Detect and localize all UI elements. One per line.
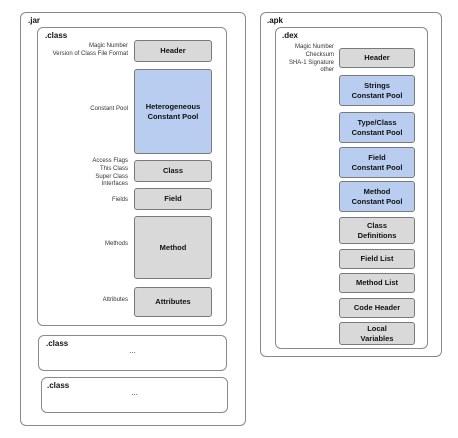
dex-field-constant-pool-box: Field Constant Pool bbox=[339, 147, 415, 178]
jar-label-methods: Methods bbox=[104, 241, 128, 247]
jar-label-constant-pool: Constant Pool bbox=[90, 106, 128, 112]
class-file-title-3: .class bbox=[47, 381, 70, 390]
jar-label-class: Access Flags This Class Super Class Inte… bbox=[92, 158, 128, 188]
apk-title: .apk bbox=[267, 16, 284, 25]
jar-class-box: Class bbox=[134, 160, 212, 182]
class-file-title: .class bbox=[45, 31, 68, 40]
dex-code-header-box: Code Header bbox=[339, 298, 415, 318]
jar-label-header: Magic Number Version of Class File Forma… bbox=[52, 43, 128, 57]
dex-label-header: Magic Number Checksum SHA-1 Signature ot… bbox=[288, 44, 334, 74]
class-file-container-3: .class ... bbox=[41, 377, 228, 413]
jar-label-attributes: Attributes bbox=[102, 297, 128, 303]
jar-field-box: Field bbox=[134, 188, 212, 210]
class-file-ellipsis-2: ... bbox=[129, 346, 136, 355]
jar-attributes-box: Attributes bbox=[134, 287, 212, 317]
dex-field-list-box: Field List bbox=[339, 249, 415, 269]
dex-local-variables-box: Local Variables bbox=[339, 322, 415, 345]
dex-class-definitions-box: Class Definitions bbox=[339, 217, 415, 244]
dex-file-title: .dex bbox=[282, 31, 299, 40]
dex-method-constant-pool-box: Method Constant Pool bbox=[339, 181, 415, 212]
jar-title: .jar bbox=[28, 16, 41, 25]
jar-label-fields: Fields bbox=[111, 197, 128, 203]
jar-heterogeneous-constant-pool-box: Heterogeneous Constant Pool bbox=[134, 69, 212, 154]
dex-strings-constant-pool-box: Strings Constant Pool bbox=[339, 75, 415, 106]
jar-header-box: Header bbox=[134, 40, 212, 62]
jar-method-box: Method bbox=[134, 216, 212, 279]
class-file-ellipsis-3: ... bbox=[131, 388, 138, 397]
dex-method-list-box: Method List bbox=[339, 273, 415, 293]
class-file-container-2: .class ... bbox=[38, 335, 227, 371]
dex-type-class-constant-pool-box: Type/Class Constant Pool bbox=[339, 112, 415, 143]
dex-header-box: Header bbox=[339, 48, 415, 68]
class-file-title-2: .class bbox=[46, 339, 69, 348]
